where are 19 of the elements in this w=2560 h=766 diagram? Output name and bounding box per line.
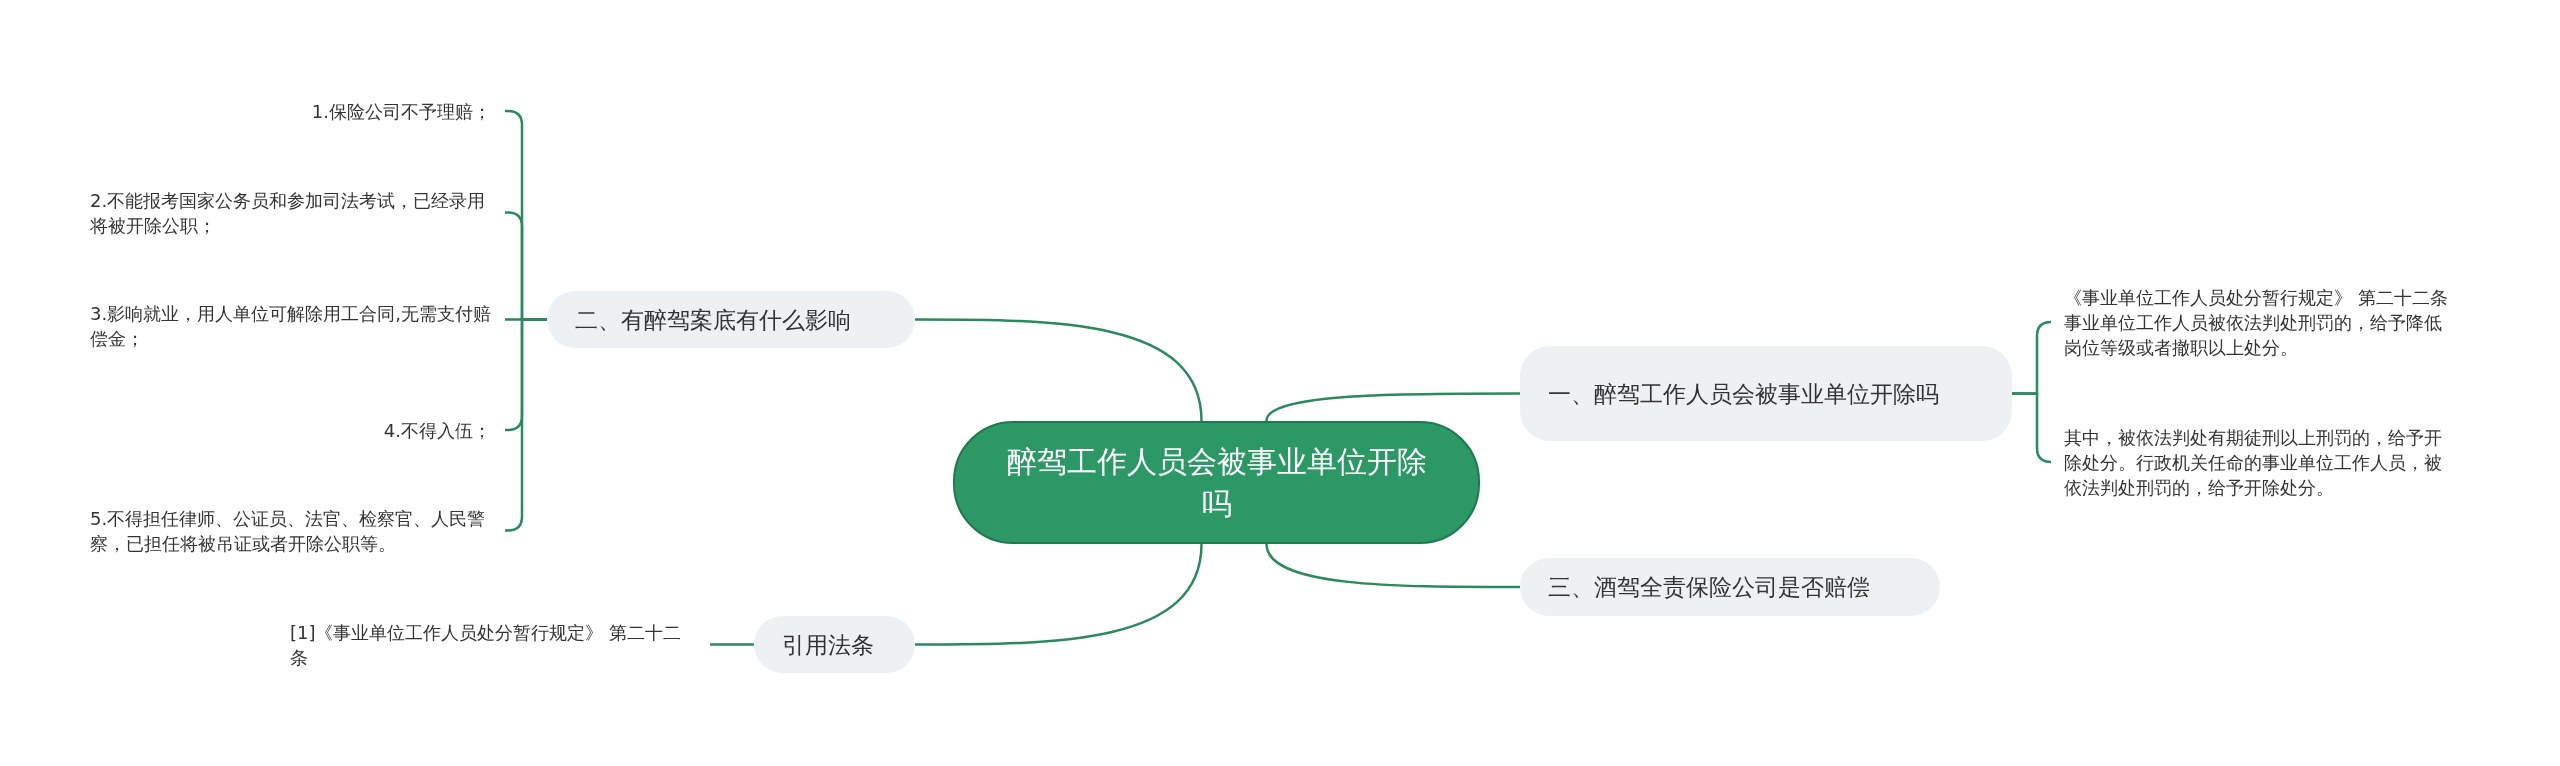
branch-topic: 一、醉驾工作人员会被事业单位开除吗: [1520, 346, 2012, 441]
leaf-text: 1.保险公司不予理赔；: [280, 95, 505, 127]
leaf-text: 5.不得担任律师、公证员、法官、检察官、人民警察，已担任将被吊证或者开除公职等。: [90, 503, 505, 558]
connector-line: [2012, 392, 2053, 464]
connector-line: [710, 643, 754, 646]
root-topic: 醉驾工作人员会被事业单位开除吗: [953, 421, 1480, 544]
leaf-text: [1]《事业单位工作人员处分暂行规定》 第二十二条: [290, 617, 710, 672]
branch-topic: 引用法条: [754, 616, 915, 673]
leaf-text: 4.不得入伍；: [280, 414, 505, 446]
leaf-text: 其中，被依法判处有期徒刑以上刑罚的，给予开除处分。行政机关任命的事业单位工作人员，被依法判处刑罚的，给予开除处分。: [2050, 422, 2450, 502]
leaf-text: 《事业单位工作人员处分暂行规定》 第二十二条事业单位工作人员被依法判处刑罚的，给予降低岗位等级或者撤职以上处分。: [2050, 282, 2450, 362]
leaf-text: 3.影响就业，用人单位可解除用工合同,无需支付赔偿金；: [90, 298, 505, 353]
connector-line: [915, 543, 1203, 646]
branch-topic: 二、有醉驾案底有什么影响: [547, 291, 915, 348]
branch-topic: 三、酒驾全责保险公司是否赔偿: [1520, 558, 1940, 616]
connector-line: [1265, 392, 1520, 422]
connector-line: [1265, 543, 1520, 589]
leaf-text: 2.不能报考国家公务员和参加司法考试，已经录用将被开除公职；: [90, 185, 505, 240]
connector-line: [915, 318, 1203, 422]
